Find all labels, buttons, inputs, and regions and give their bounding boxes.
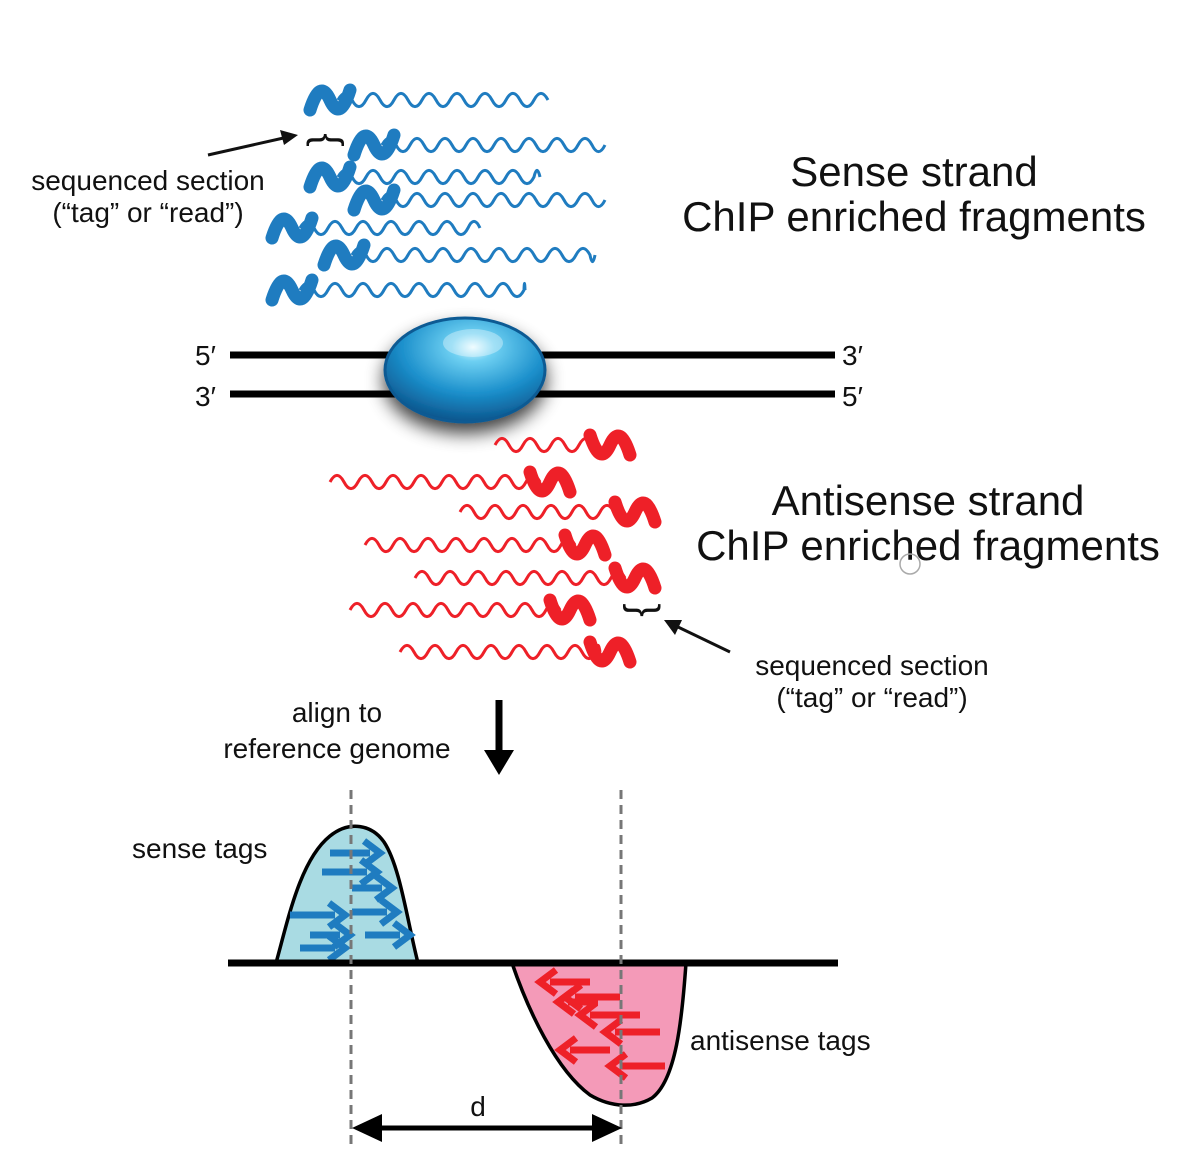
- arrowhead: [534, 967, 559, 997]
- arrowhead: [604, 1051, 629, 1081]
- arrowhead: [358, 857, 383, 887]
- read-tag-shape: [303, 160, 357, 194]
- sense-fragment-wave: [298, 219, 482, 237]
- dna-bottom-left-label: 3′: [195, 381, 216, 412]
- sense-fragment-wave: [380, 136, 607, 154]
- antisense-read-tags: [523, 428, 662, 669]
- sense-fragment-wave: [350, 246, 597, 264]
- arrowhead: [373, 873, 398, 903]
- sense-title-line1: Sense strand: [790, 148, 1038, 195]
- antisense-tag-peak: [509, 961, 688, 1107]
- protein-highlight: [443, 329, 503, 357]
- sense-annotation-line2: (“tag” or “read”): [52, 197, 243, 228]
- sense-fragments: [298, 91, 607, 299]
- read-tag-shape: [265, 211, 319, 245]
- read-tag-shape: [608, 495, 662, 529]
- align-label-line1: align to: [292, 697, 382, 728]
- arrowhead: [326, 933, 351, 963]
- annotation-pointer: [677, 625, 731, 654]
- read-tag-shape: [543, 593, 597, 627]
- sense-title-line2: ChIP enriched fragments: [682, 193, 1146, 240]
- antisense-fragment-wave: [398, 643, 602, 661]
- antisense-fragments: [328, 436, 627, 661]
- read-tag-shape: [347, 128, 401, 162]
- antisense-fragment-wave: [348, 601, 562, 619]
- antisense-brace-icon: {: [617, 603, 661, 616]
- arrowhead: [378, 897, 403, 927]
- protein-blob: [383, 316, 547, 424]
- arrowhead: [554, 1035, 579, 1065]
- read-tag-shape: [265, 273, 319, 307]
- antisense-fragment-wave: [458, 503, 627, 521]
- distance-label: d: [470, 1091, 486, 1122]
- sense-fragment-wave: [336, 168, 542, 186]
- antisense-fragment-wave: [363, 536, 577, 554]
- read-tag-shape: [317, 238, 371, 272]
- dna-bottom-right-label: 5′: [842, 381, 863, 412]
- arrowhead: [574, 1000, 599, 1030]
- dna-top-right-label: 3′: [842, 340, 863, 371]
- arrowhead: [599, 1017, 624, 1047]
- read-tag-shape: [303, 83, 357, 117]
- antisense-fragment-wave: [413, 569, 627, 587]
- annotation-arrowhead-icon: [280, 130, 298, 145]
- antisense-tag-arrows: [534, 967, 665, 1081]
- cursor-ring-icon: [899, 553, 921, 575]
- antisense-fragment-wave: [493, 436, 602, 454]
- down-arrow-icon: [484, 700, 514, 775]
- antisense-title-line1: Antisense strand: [772, 477, 1085, 524]
- sense-read-tags: [265, 83, 401, 307]
- sense-fragment-wave: [298, 281, 527, 299]
- read-tag-shape: [558, 528, 612, 562]
- read-tag-shape: [347, 183, 401, 217]
- sense-tag-arrows: [290, 838, 416, 963]
- double-headed-arrow-icon: [352, 1114, 622, 1142]
- read-tag-shape: [608, 561, 662, 595]
- arrowhead: [391, 920, 416, 950]
- arrowhead: [361, 838, 386, 868]
- antisense-tags-label: antisense tags: [690, 1025, 871, 1056]
- antisense-annotation-line1: sequenced section: [755, 650, 989, 681]
- sense-fragment-wave: [380, 191, 607, 209]
- sense-brace-icon: {: [306, 133, 350, 146]
- antisense-annotation-line2: (“tag” or “read”): [776, 682, 967, 713]
- sense-annotation-line1: sequenced section: [31, 165, 265, 196]
- sense-tags-label: sense tags: [132, 833, 267, 864]
- sense-fragment-wave: [336, 91, 550, 109]
- read-tag-shape: [523, 465, 577, 499]
- annotation-arrowhead-icon: [664, 620, 682, 635]
- dna-top-left-label: 5′: [195, 340, 216, 371]
- antisense-fragment-wave: [328, 473, 542, 491]
- arrowhead: [552, 987, 577, 1017]
- read-tag-shape: [583, 635, 637, 669]
- read-tag-shape: [583, 428, 637, 462]
- sense-tag-peak: [273, 824, 421, 965]
- antisense-annotation: { sequenced section (“tag” or “read”): [617, 603, 989, 713]
- align-label-line2: reference genome: [223, 733, 450, 764]
- antisense-title-line2: ChIP enriched fragments: [696, 522, 1160, 569]
- sense-annotation: { sequenced section (“tag” or “read”): [31, 130, 350, 228]
- annotation-pointer: [207, 135, 289, 157]
